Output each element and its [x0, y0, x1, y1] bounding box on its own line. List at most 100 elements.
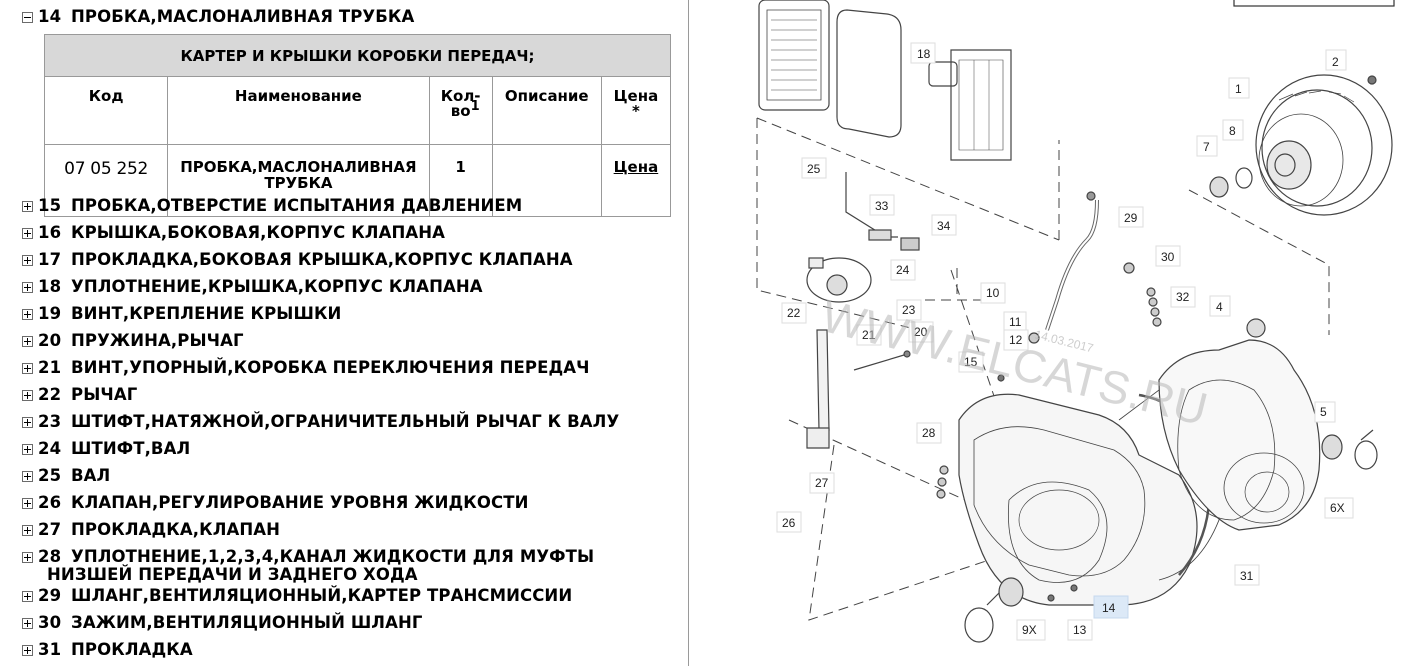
callout-23[interactable]: 23: [896, 299, 922, 321]
callout-31[interactable]: 31: [1234, 564, 1260, 586]
part-name[interactable]: ВАЛ: [71, 467, 110, 484]
callout-27[interactable]: 27: [809, 472, 835, 494]
part-name-line1: ШТИФТ,ВАЛ: [71, 439, 191, 458]
col-header-code: Код: [43, 76, 169, 145]
expand-icon[interactable]: [22, 618, 33, 629]
callout-12[interactable]: 12: [1003, 329, 1029, 351]
part-number: 27: [38, 520, 62, 539]
parts-list-item[interactable]: 27 ПРОКЛАДКА,КЛАПАН: [22, 521, 280, 538]
expand-icon[interactable]: [22, 390, 33, 401]
part-name[interactable]: ВИНТ,УПОРНЫЙ,КОРОБКА ПЕРЕКЛЮЧЕНИЯ ПЕРЕДА…: [71, 359, 590, 376]
part-name[interactable]: РЫЧАГ: [71, 386, 137, 403]
callout-22[interactable]: 22: [781, 302, 807, 324]
expand-icon[interactable]: [22, 336, 33, 347]
price-header-line2: *: [632, 102, 640, 120]
part-name-line2: НИЗШЕЙ ПЕРЕДАЧИ И ЗАДНЕГО ХОДА: [47, 565, 418, 584]
callout-34[interactable]: 34: [931, 214, 957, 236]
expand-icon[interactable]: [22, 201, 33, 212]
callout-2[interactable]: 2: [1325, 49, 1347, 71]
expand-icon[interactable]: [22, 228, 33, 239]
callout-25[interactable]: 25: [801, 157, 827, 179]
part-name[interactable]: КРЫШКА,БОКОВАЯ,КОРПУС КЛАПАНА: [71, 224, 445, 241]
part-name[interactable]: ШЛАНГ,ВЕНТИЛЯЦИОННЫЙ,КАРТЕР ТРАНСМИССИИ: [71, 587, 572, 604]
callout-11[interactable]: 11: [1003, 311, 1027, 333]
expand-icon[interactable]: [22, 444, 33, 455]
table-row: 07 05 252 ПРОБКА,МАСЛОНАЛИВНАЯ ТРУБКА 1 …: [43, 144, 672, 217]
callout-28[interactable]: 28: [916, 422, 942, 444]
callout-1[interactable]: 1: [1228, 77, 1250, 99]
callout-29[interactable]: 29: [1118, 206, 1144, 228]
expand-icon[interactable]: [22, 498, 33, 509]
part-name[interactable]: ПРОКЛАДКА,БОКОВАЯ КРЫШКА,КОРПУС КЛАПАНА: [71, 251, 573, 268]
part-name[interactable]: ПРОКЛАДКА,КЛАПАН: [71, 521, 280, 538]
part-name[interactable]: УПЛОТНЕНИЕ,КРЫШКА,КОРПУС КЛАПАНА: [71, 278, 483, 295]
parts-list-item[interactable]: 25 ВАЛ: [22, 467, 110, 484]
expand-icon[interactable]: [22, 282, 33, 293]
expand-icon[interactable]: [22, 471, 33, 482]
part-name[interactable]: ПРОБКА,МАСЛОНАЛИВНАЯ ТРУБКА: [71, 7, 415, 26]
callout-24[interactable]: 24: [890, 259, 916, 281]
cell-description: [491, 144, 602, 217]
collapse-icon[interactable]: [22, 12, 33, 23]
callout-13[interactable]: 13: [1067, 619, 1093, 641]
part-number: 25: [38, 466, 62, 485]
callout-10[interactable]: 10: [980, 282, 1006, 304]
part-name[interactable]: ЗАЖИМ,ВЕНТИЛЯЦИОННЫЙ ШЛАНГ: [71, 614, 423, 631]
expand-icon[interactable]: [22, 255, 33, 266]
part-name-line1: ПРОКЛАДКА,БОКОВАЯ КРЫШКА,КОРПУС КЛАПАНА: [71, 250, 573, 269]
callout-9x[interactable]: 9X: [1016, 619, 1046, 641]
svg-text:29: 29: [1124, 211, 1138, 225]
callout-26[interactable]: 26: [776, 511, 802, 533]
callout-30[interactable]: 30: [1155, 245, 1181, 267]
callout-5[interactable]: 5: [1314, 401, 1336, 423]
callout-18[interactable]: 18: [910, 42, 936, 64]
callout-32[interactable]: 32: [1170, 286, 1196, 308]
part-name[interactable]: ВИНТ,КРЕПЛЕНИЕ КРЫШКИ: [71, 305, 341, 322]
expand-icon[interactable]: [22, 417, 33, 428]
part-name[interactable]: ПРОКЛАДКА: [71, 641, 193, 658]
expand-icon[interactable]: [22, 363, 33, 374]
part-name[interactable]: ШТИФТ,ВАЛ: [71, 440, 190, 457]
part-name[interactable]: КЛАПАН,РЕГУЛИРОВАНИЕ УРОВНЯ ЖИДКОСТИ: [71, 494, 529, 511]
parts-list-item-expanded[interactable]: 14 ПРОБКА,МАСЛОНАЛИВНАЯ ТРУБКА: [22, 8, 414, 25]
price-link[interactable]: Цена: [613, 158, 659, 176]
part-name[interactable]: УПЛОТНЕНИЕ,1,2,3,4,КАНАЛ ЖИДКОСТИ ДЛЯ МУ…: [71, 548, 594, 565]
callout-14-highlighted[interactable]: 14: [1093, 595, 1129, 619]
callout-4[interactable]: 4: [1209, 295, 1231, 317]
expand-icon[interactable]: [22, 525, 33, 536]
callout-20[interactable]: 20: [908, 321, 934, 343]
qty-header-line2: во: [450, 102, 471, 120]
expand-icon[interactable]: [22, 552, 33, 563]
callout-15[interactable]: 15: [958, 351, 984, 373]
callout-33[interactable]: 33: [869, 194, 895, 216]
callout-6x[interactable]: 6X: [1324, 497, 1354, 519]
callout-21[interactable]: 21: [856, 324, 882, 346]
part-name[interactable]: ШТИФТ,НАТЯЖНОЙ,ОГРАНИЧИТЕЛЬНЫЙ РЫЧАГ К В…: [71, 413, 619, 430]
expand-icon[interactable]: [22, 645, 33, 656]
part-name[interactable]: ПРОБКА,ОТВЕРСТИЕ ИСПЫТАНИЯ ДАВЛЕНИЕМ: [71, 197, 522, 214]
transmission-exploded-diagram[interactable]: 18 2 1 8 7 25 33 29 34 30 24 10 32 4 22 …: [689, 0, 1407, 666]
callout-8[interactable]: 8: [1222, 119, 1244, 141]
cell-code: 07 05 252: [43, 144, 169, 217]
callout-7[interactable]: 7: [1196, 135, 1218, 157]
exploded-diagram-panel[interactable]: 18 2 1 8 7 25 33 29 34 30 24 10 32 4 22 …: [689, 0, 1407, 666]
expand-icon[interactable]: [22, 591, 33, 602]
expand-icon[interactable]: [22, 309, 33, 320]
part-name-line1: КЛАПАН,РЕГУЛИРОВАНИЕ УРОВНЯ ЖИДКОСТИ: [71, 493, 529, 512]
part-name[interactable]: ПРУЖИНА,РЫЧАГ: [71, 332, 244, 349]
